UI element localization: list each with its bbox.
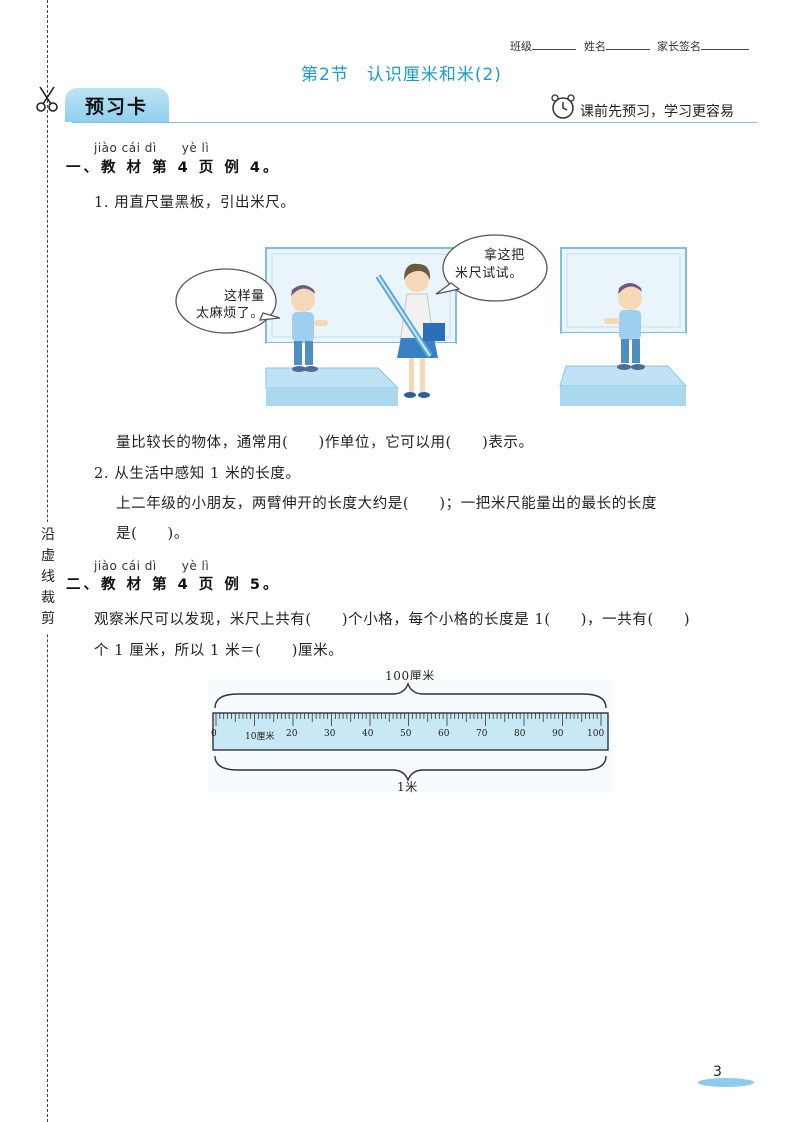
cut-guide-text: 沿虚线裁剪 [37, 522, 59, 633]
bubble-right-line2: 米尺试试。 [455, 266, 524, 281]
tick-label: 40 [362, 729, 374, 739]
tick-label: 100 [587, 729, 605, 739]
part1-pinyin: jiào cái dì yè lì [94, 141, 210, 155]
preview-tab-label: 预习卡 [85, 96, 149, 118]
class-label: 班级 [510, 40, 532, 53]
tick-label: 20 [286, 729, 298, 739]
tick-label: 80 [514, 729, 526, 739]
part1-question1: 1. 用直尺量黑板，引出米尺。 [94, 195, 296, 211]
class-field[interactable]: 班级 [510, 38, 576, 54]
part2-line1: 观察米尺可以发现，米尺上共有( )个小格，每个小格的长度是 1( )，一共有( … [94, 612, 691, 628]
page-number-oval [698, 1078, 754, 1087]
tick-label: 10厘米 [245, 732, 275, 742]
part1-question2-line1: 上二年级的小朋友，两臂伸开的长度大约是( )；一把米尺能量出的最长的长度 [116, 496, 658, 512]
tick-label: 0 [211, 729, 217, 739]
tick-label: 60 [438, 729, 450, 739]
parent-signature-label: 家长签名 [657, 40, 701, 53]
tab-divider [72, 122, 757, 123]
part1-question2: 2. 从生活中感知 1 米的长度。 [94, 466, 301, 482]
meter-ruler [208, 680, 613, 799]
part1-question2-line2: 是( )。 [116, 526, 189, 542]
alarm-clock-icon [549, 93, 577, 125]
bubble-right-line1: 拿这把 [484, 248, 525, 263]
part2-line2: 个 1 厘米，所以 1 米＝( )厘米。 [94, 643, 344, 659]
tick-label: 50 [400, 729, 412, 739]
section-title: 第2节 认识厘米和米(2) [301, 65, 502, 85]
part1-fill1: 量比较长的物体，通常用( )作单位，它可以用( )表示。 [116, 435, 534, 451]
part2-heading: 二、教 材 第 4 页 例 5。 [66, 577, 281, 593]
name-field[interactable]: 姓名 [584, 38, 650, 54]
preview-tab [65, 88, 169, 122]
name-label: 姓名 [584, 40, 606, 53]
bubble-left-line1: 这样量 [224, 289, 265, 304]
scissors-icon [32, 84, 62, 118]
ruler-top-label: 100厘米 [385, 669, 435, 683]
slogan: 课前先预习，学习更容易 [580, 104, 734, 120]
ruler-tick-labels: 0 10厘米 20 30 40 50 60 70 80 90 100 [208, 729, 613, 743]
bubble-left-line2: 太麻烦了。 [196, 306, 265, 321]
part2-pinyin: jiào cái dì yè lì [94, 559, 210, 573]
page-number: 3 [713, 1064, 722, 1080]
blackboard-illustration [168, 228, 693, 417]
tick-label: 70 [476, 729, 488, 739]
tick-label: 90 [552, 729, 564, 739]
part1-heading: 一、教 材 第 4 页 例 4。 [66, 160, 281, 176]
tick-label: 30 [324, 729, 336, 739]
ruler-bottom-label: 1米 [397, 780, 418, 794]
parent-signature-field[interactable]: 家长签名 [657, 38, 749, 54]
